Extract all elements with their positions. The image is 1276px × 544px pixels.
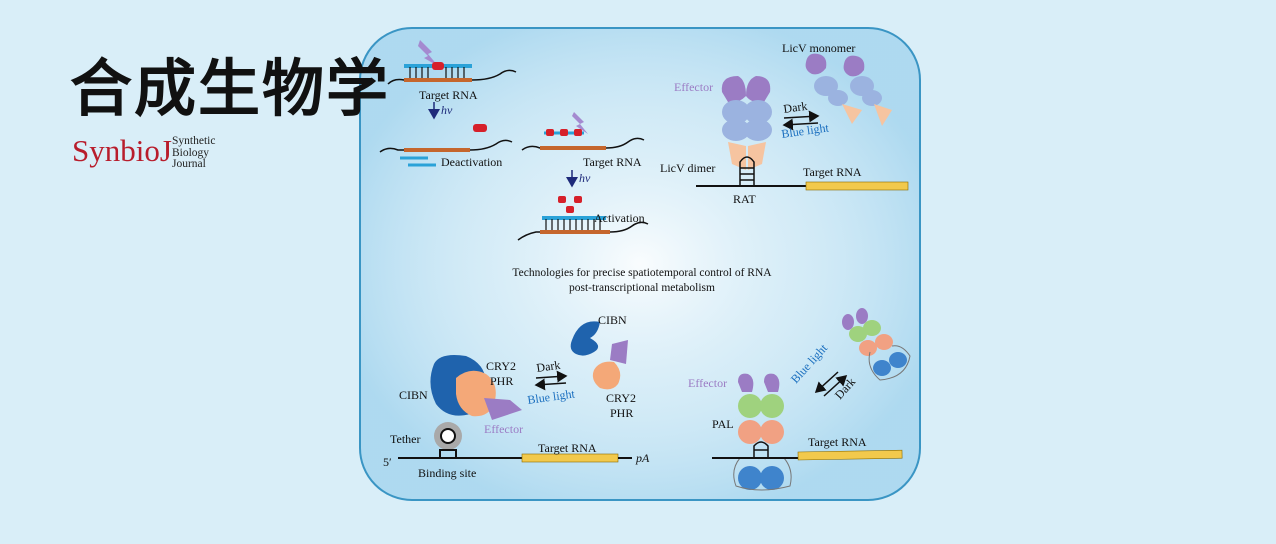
cibn-label-left: CIBN <box>399 388 428 402</box>
pal-complex-free <box>842 308 911 381</box>
deactivation-label: Deactivation <box>441 155 502 169</box>
phr-label-left: PHR <box>490 374 513 388</box>
effector-label-top: Effector <box>674 80 713 94</box>
target-rna-label-1: Target RNA <box>419 88 478 102</box>
binding-site-label: Binding site <box>418 466 476 480</box>
licv-monomer-1 <box>805 53 862 124</box>
target-rna-label-top-right: Target RNA <box>803 165 862 179</box>
journal-logo-chinese: 合成生物学 <box>70 58 390 120</box>
pal-label: PAL <box>712 417 734 431</box>
journal-logo-english: SynbioJ <box>72 133 172 168</box>
effector-label-bl: Effector <box>484 422 523 436</box>
pal-panel: Effector Blue light Dark PAL Target RNA <box>688 308 911 491</box>
logo-chinese-text: 合成生物学 <box>70 52 391 125</box>
licv-monomer-2 <box>843 55 892 126</box>
target-rna-label-2: Target RNA <box>583 155 642 169</box>
dark-label-bl: Dark <box>535 358 561 375</box>
hv-label-1: hv <box>441 103 453 117</box>
logo-subtitle-line-2: Biology <box>172 146 210 159</box>
cry2-cibn-panel: CIBN CRY2 PHR Dark Blue light CIBN CRY2 … <box>383 313 650 480</box>
journal-logo-subtitle: Synthetic Biology Journal <box>172 135 216 171</box>
cry2-label-left: CRY2 <box>486 359 516 373</box>
phr-label-right: PHR <box>610 406 633 420</box>
five-prime-label: 5′ <box>383 455 392 469</box>
center-title-line-2: post-transcriptional metabolism <box>569 282 715 294</box>
dark-label-top: Dark <box>782 99 808 116</box>
blue-light-label-top: Blue light <box>780 120 830 141</box>
licv-panel: LicV monomer Effector Dark Blue light Li… <box>660 41 909 206</box>
center-title-line-1: Technologies for precise spatiotemporal … <box>512 267 772 279</box>
target-rna-strand <box>387 69 517 85</box>
licv-dimer <box>721 76 772 170</box>
photocage-panel: Target RNA hv Deactivation Target RNA hv… <box>379 40 649 241</box>
cry2-label-right: CRY2 <box>606 391 636 405</box>
cage-group <box>432 62 444 70</box>
activation-label: Activation <box>594 211 645 225</box>
light-bolt-icon <box>418 40 438 66</box>
licv-dimer-label: LicV dimer <box>660 161 715 175</box>
logo-subtitle-line-1: Synthetic <box>172 135 216 147</box>
cibn-shape <box>570 321 600 356</box>
pal-complex-bound <box>733 373 792 491</box>
cibn-label-top: CIBN <box>598 313 627 327</box>
licv-monomer-label: LicV monomer <box>782 41 855 55</box>
tether-label: Tether <box>390 432 420 446</box>
target-rna-label-br: Target RNA <box>808 435 867 449</box>
rat-label: RAT <box>733 192 756 206</box>
diagram-frame <box>359 27 921 501</box>
logo-subtitle-line-3: Journal <box>172 158 206 170</box>
effector-label-br: Effector <box>688 376 727 390</box>
pa-label: pA <box>635 451 650 465</box>
target-rna-bar-br <box>797 449 903 461</box>
blue-light-label-bl: Blue light <box>526 386 576 407</box>
target-rna-bar <box>805 181 909 191</box>
hv-label-2: hv <box>579 171 591 185</box>
target-rna-bar-bl <box>521 453 619 463</box>
target-rna-label-bl: Target RNA <box>538 441 597 455</box>
